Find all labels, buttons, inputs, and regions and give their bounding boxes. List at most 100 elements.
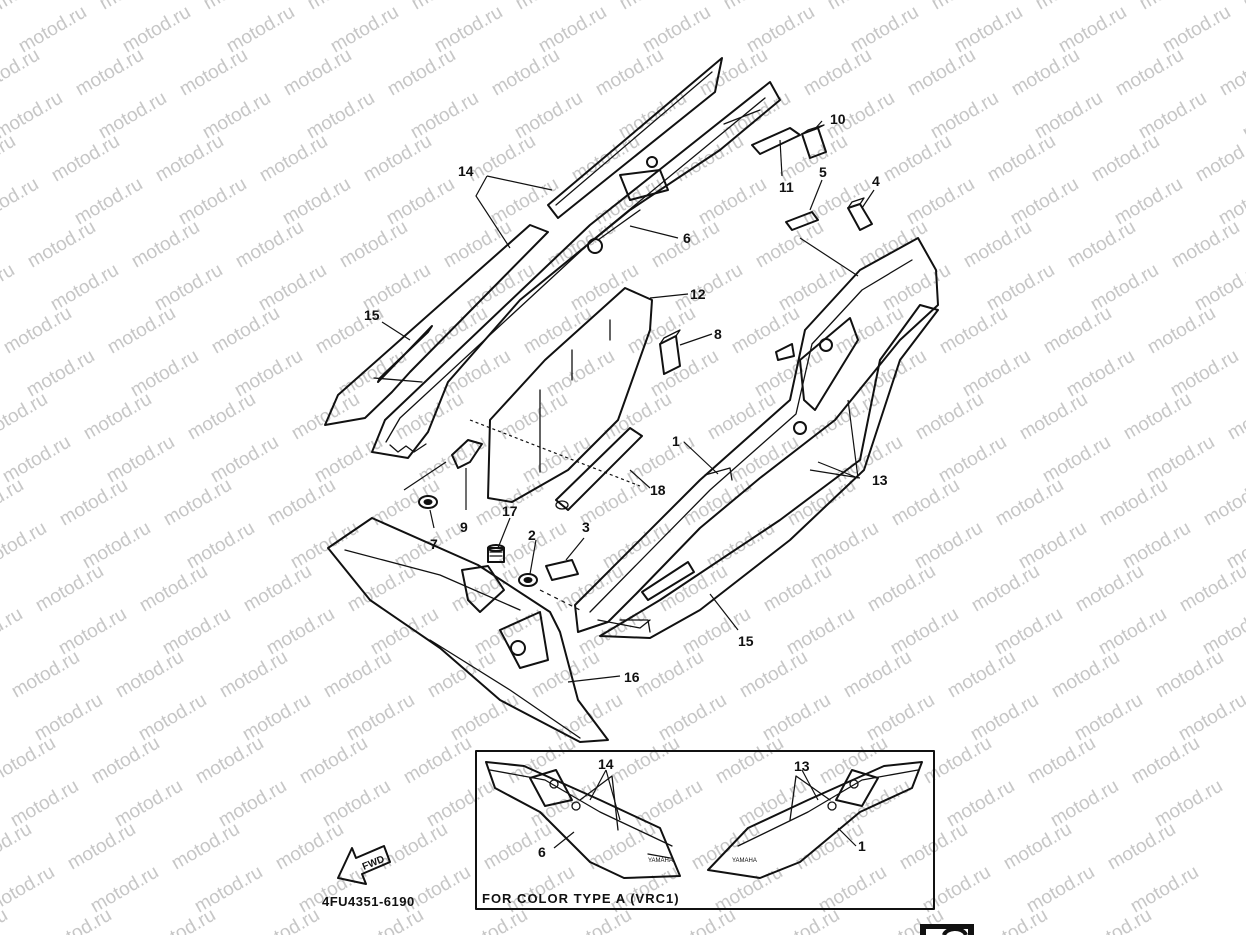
diagram-code: 4FU4351-6190 [322, 894, 415, 909]
watermark-text: motod.ru [856, 217, 931, 273]
watermark-text: motod.ru [1104, 819, 1179, 875]
watermark-text: motod.ru [0, 604, 26, 660]
part-7-grommet [418, 495, 438, 509]
watermark-text: motod.ru [64, 819, 139, 875]
callout-15-left: 15 [364, 307, 380, 323]
watermark-text: motod.ru [776, 131, 851, 187]
watermark-text: motod.ru [392, 389, 467, 445]
watermark-text: motod.ru [704, 389, 779, 445]
watermark-text: motod.ru [1016, 389, 1091, 445]
watermark-text: motod.ru [752, 217, 827, 273]
watermark-text: motod.ru [8, 647, 83, 703]
watermark-text: motod.ru [0, 819, 35, 875]
callout-7: 7 [430, 536, 438, 552]
part-11-pad [751, 127, 801, 155]
watermark-text: motod.ru [784, 475, 859, 531]
part-16-lower-cover [327, 517, 609, 743]
watermark-text: motod.ru [0, 475, 27, 531]
watermark-text: motod.ru [200, 0, 275, 14]
watermark-text: motod.ru [1176, 561, 1246, 617]
color-type-inset: YAMAHA YAMAHA 14 6 13 1 FOR COLOR TYPE A… [475, 750, 935, 910]
watermark-text: motod.ru [248, 905, 323, 935]
watermark-text: motod.ru [0, 389, 51, 445]
watermark-text: motod.ru [0, 733, 59, 789]
watermark-text: motod.ru [408, 0, 483, 14]
callout-9: 9 [460, 519, 468, 535]
inset-callout-6: 6 [538, 844, 546, 860]
part-3-damper [545, 559, 579, 581]
watermark-text: motod.ru [736, 647, 811, 703]
watermark-text: motod.ru [216, 647, 291, 703]
watermark-text: motod.ru [1239, 88, 1246, 144]
watermark-text: motod.ru [1192, 131, 1246, 187]
watermark-text: motod.ru [696, 45, 771, 101]
part-9-damper [451, 439, 483, 469]
watermark-text: motod.ru [1072, 561, 1147, 617]
watermark-text: motod.ru [176, 45, 251, 101]
part-2-grommet [518, 573, 538, 587]
watermark-text: motod.ru [512, 0, 587, 14]
watermark-text: motod.ru [1136, 0, 1211, 14]
watermark-text: motod.ru [1048, 647, 1123, 703]
watermark-text: motod.ru [352, 905, 427, 935]
watermark-text: motod.ru [136, 561, 211, 617]
svg-text:YAMAHA: YAMAHA [648, 858, 673, 864]
watermark-text: motod.ru [608, 733, 683, 789]
callouts: 14 6 10 11 5 4 12 15 8 1 13 18 9 7 17 2 … [364, 111, 888, 685]
watermark-text: motod.ru [520, 303, 595, 359]
watermark-text: motod.ru [72, 45, 147, 101]
watermark-text: motod.ru [712, 733, 787, 789]
watermark-text: motod.ru [0, 518, 50, 574]
callout-2: 2 [528, 527, 536, 543]
callout-16: 16 [624, 669, 640, 685]
watermark-text: motod.ru [1128, 733, 1203, 789]
callout-3: 3 [582, 519, 590, 535]
part-14-decal [547, 57, 723, 219]
watermark-text: motod.ru [128, 217, 203, 273]
watermark-text: motod.ru [976, 905, 1051, 935]
watermark-text: motod.ru [232, 217, 307, 273]
watermark-text: motod.ru [0, 561, 3, 617]
watermark-text: motod.ru [880, 131, 955, 187]
watermark-text: motod.ru [440, 217, 515, 273]
watermark-text: motod.ru [152, 131, 227, 187]
watermark-text: motod.ru [1000, 819, 1075, 875]
watermark-text: motod.ru [296, 733, 371, 789]
watermark-text: motod.ru [616, 0, 691, 14]
watermark-text: motod.ru [360, 131, 435, 187]
watermark-text: motod.ru [1200, 475, 1246, 531]
watermark-text: motod.ru [168, 819, 243, 875]
watermark-text: motod.ru [488, 45, 563, 101]
watermark-text: motod.ru [600, 389, 675, 445]
watermark-text: motod.ru [0, 303, 75, 359]
watermark-text: motod.ru [56, 475, 131, 531]
watermark-text: motod.ru [272, 819, 347, 875]
part-12-panel [487, 287, 653, 503]
watermark-text: motod.ru [944, 647, 1019, 703]
part-4-damper [847, 197, 873, 231]
watermark-text: motod.ru [1040, 303, 1115, 359]
watermark-text: motod.ru [192, 733, 267, 789]
callout-6: 6 [683, 230, 691, 246]
watermark-text: motod.ru [40, 905, 115, 935]
watermark-text: motod.ru [1120, 389, 1195, 445]
watermark-text: motod.ru [552, 561, 627, 617]
watermark-text: motod.ru [968, 561, 1043, 617]
watermark-text: motod.ru [144, 905, 219, 935]
callout-8: 8 [714, 326, 722, 342]
inset-callout-1: 1 [858, 838, 866, 854]
watermark-text: motod.ru [208, 303, 283, 359]
watermark-text: motod.ru [824, 0, 899, 14]
watermark-text: motod.ru [0, 690, 2, 746]
watermark-text: motod.ru [424, 647, 499, 703]
watermark-text: motod.ru [1080, 905, 1155, 935]
watermark-text: motod.ru [400, 733, 475, 789]
watermark-text: motod.ru [672, 131, 747, 187]
watermark-text: motod.ru [1024, 733, 1099, 789]
watermark-text: motod.ru [32, 561, 107, 617]
callout-10: 10 [830, 111, 846, 127]
watermark-text: motod.ru [720, 0, 795, 14]
callout-17: 17 [502, 503, 518, 519]
inset-left-cover: YAMAHA [485, 761, 681, 879]
